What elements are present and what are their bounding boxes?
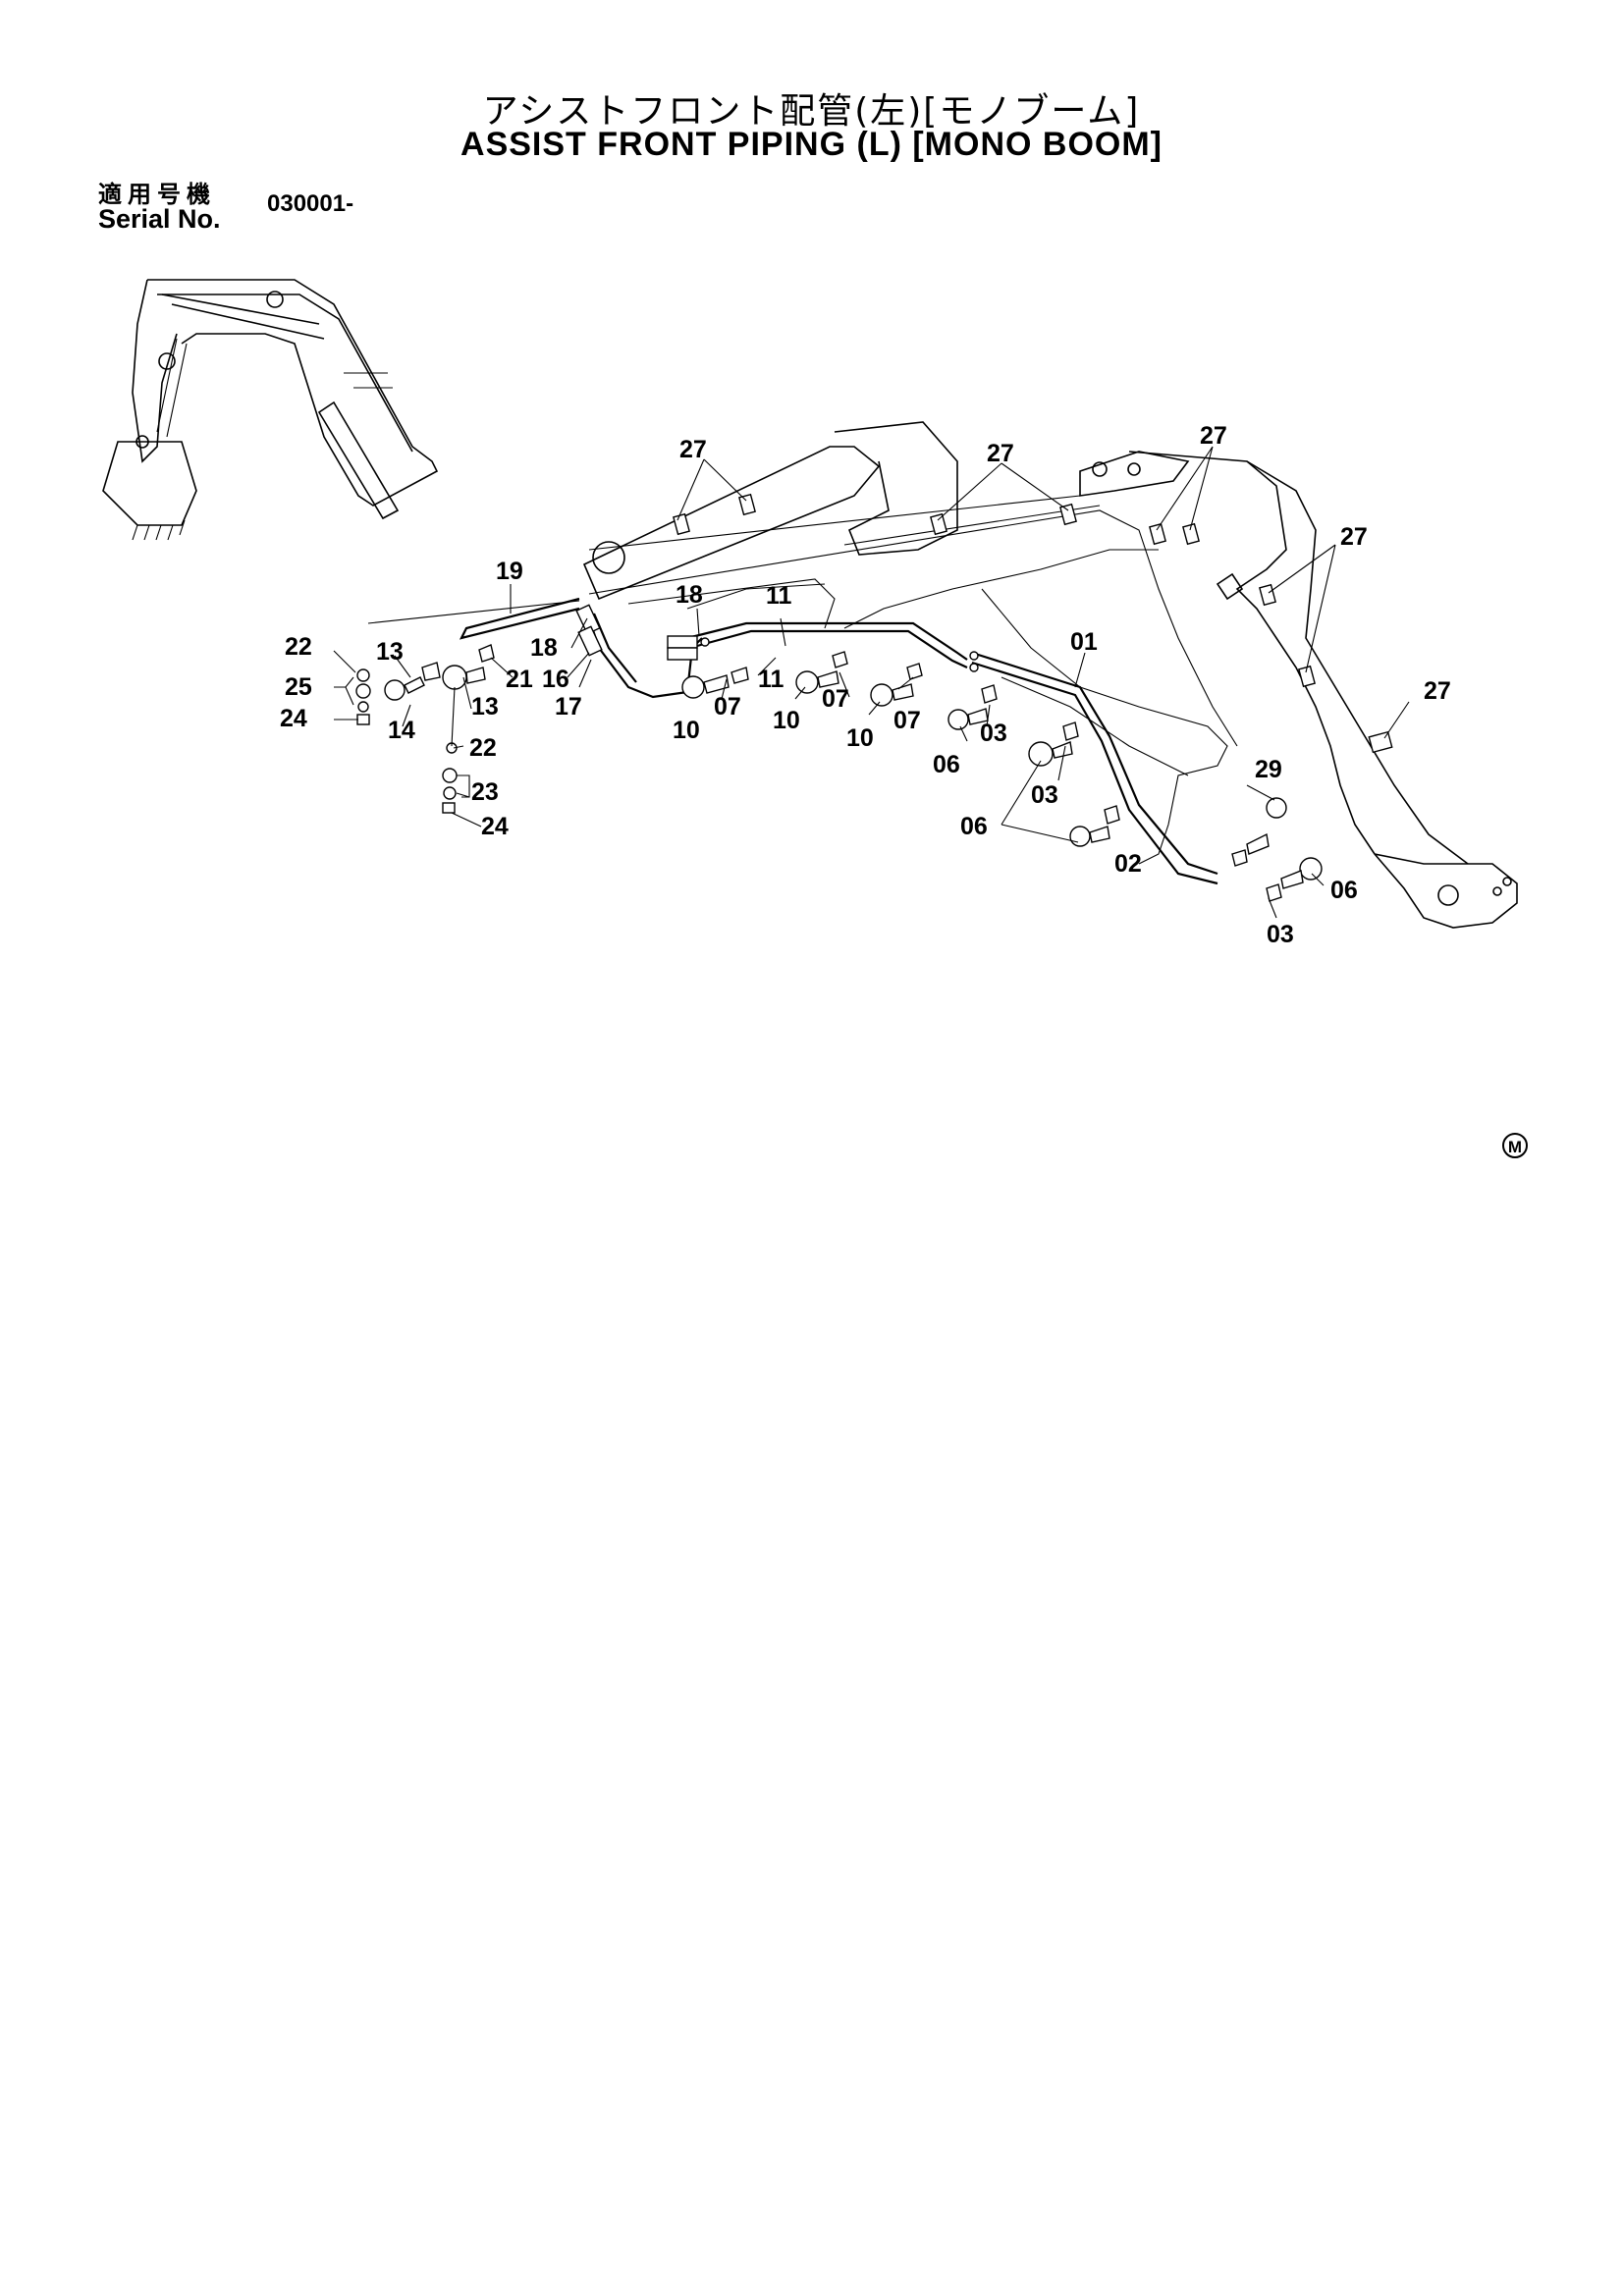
callout-10: 10	[673, 717, 700, 744]
callout-10: 10	[846, 724, 874, 752]
callout-18: 18	[676, 581, 703, 609]
callout-25: 25	[285, 673, 312, 701]
clamp-plates	[673, 493, 1393, 754]
callout-06: 06	[960, 813, 988, 840]
callout-27: 27	[1424, 677, 1451, 705]
callout-03: 03	[980, 720, 1007, 747]
callout-21: 21	[506, 666, 533, 693]
callout-27: 27	[1200, 422, 1227, 450]
leader-lines	[333, 446, 1410, 919]
callout-03: 03	[1267, 921, 1294, 948]
callout-03: 03	[1031, 781, 1058, 809]
callout-06: 06	[1330, 877, 1358, 904]
excavator-overview-drawing	[102, 279, 439, 541]
callout-22: 22	[285, 633, 312, 661]
callout-27: 27	[987, 440, 1014, 467]
callout-01: 01	[1070, 628, 1098, 656]
callout-19: 19	[496, 558, 523, 585]
callout-07: 07	[714, 693, 741, 721]
callout-labels: 27 27 27 27 27 19 18 11 01 22 13 18 21 1…	[280, 422, 1451, 948]
serial-label-japanese: 適用号機	[98, 181, 216, 208]
title-english: ASSIST FRONT PIPING (L) [MONO BOOM]	[460, 126, 1163, 163]
serial-label: Serial No.	[98, 204, 221, 234]
callout-11: 11	[766, 582, 792, 610]
callout-07: 07	[893, 707, 921, 734]
callout-27: 27	[1340, 523, 1368, 551]
callout-11: 11	[758, 666, 784, 693]
callout-27: 27	[679, 436, 707, 463]
callout-17: 17	[555, 693, 582, 721]
callout-07: 07	[822, 685, 849, 713]
boom-drawing	[582, 421, 1518, 929]
callout-23: 23	[471, 778, 499, 806]
svg-text:M: M	[1508, 1138, 1522, 1156]
callout-02: 02	[1114, 850, 1142, 878]
callout-24: 24	[280, 705, 307, 732]
callout-18: 18	[530, 634, 558, 662]
callout-29: 29	[1255, 756, 1282, 783]
callout-24: 24	[481, 813, 509, 840]
title-japanese: アシストフロント配管(左)[モノブーム]	[482, 91, 1141, 132]
callout-06: 06	[933, 751, 960, 778]
circled-m-mark: M	[1502, 1133, 1528, 1158]
callout-14: 14	[388, 717, 415, 744]
callout-13: 13	[376, 638, 404, 666]
callout-10: 10	[773, 707, 800, 734]
piping	[459, 597, 1218, 885]
callout-13: 13	[471, 693, 499, 721]
fittings	[355, 644, 1323, 902]
serial-number: 030001-	[267, 190, 354, 217]
callout-16: 16	[542, 666, 569, 693]
callout-22: 22	[469, 734, 497, 762]
